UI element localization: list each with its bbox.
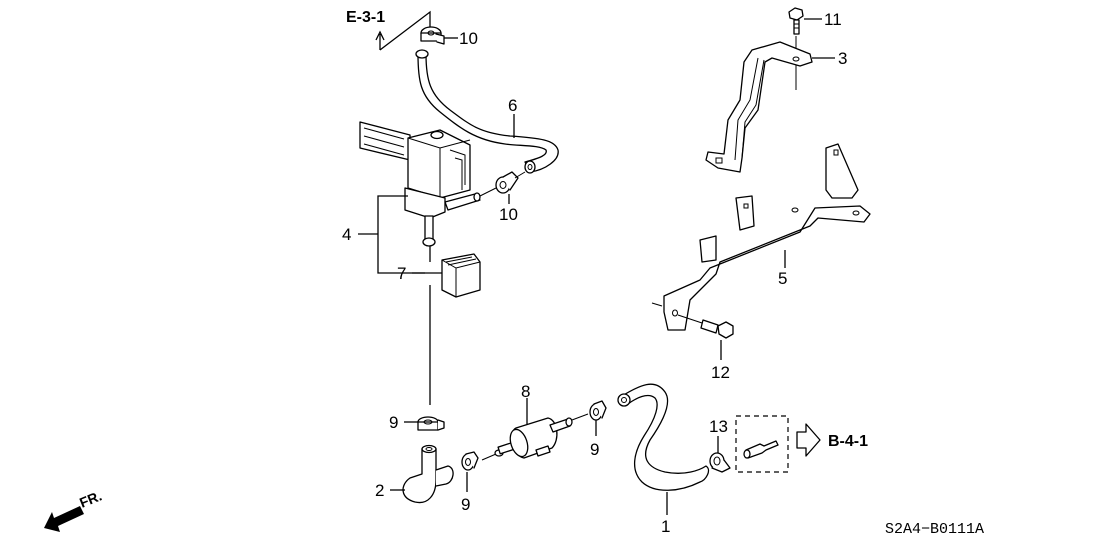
front-label: FR. [77, 487, 104, 510]
solenoid-valve-4[interactable]: 4 [342, 121, 481, 274]
clamp-10-top[interactable]: 10 [420, 26, 478, 48]
hose-1[interactable]: 1 [617, 383, 710, 536]
reference-label[interactable]: B-4-1 [828, 433, 868, 450]
callout-number: 9 [389, 413, 398, 432]
clip-13[interactable]: 13 [709, 417, 731, 473]
callout-number: 2 [375, 481, 384, 500]
callout-number: 5 [778, 269, 787, 288]
reference-leader [379, 10, 431, 51]
hose-2[interactable]: 2 [375, 444, 454, 504]
callout-number: 12 [711, 363, 730, 382]
reference-arrow-icon [375, 30, 385, 50]
reference-e-3-1[interactable]: E-3-1 [346, 9, 431, 51]
clamp-9-c[interactable]: 9 [589, 400, 607, 459]
filter-7[interactable]: 8 [481, 382, 589, 461]
reference-label[interactable]: E-3-1 [346, 9, 385, 26]
drawing-code: S2A4−B0111A [885, 521, 984, 538]
callout-number: 11 [824, 10, 842, 29]
bracket-3[interactable]: 3 [705, 41, 847, 173]
callout-number: 1 [661, 517, 670, 536]
reference-b-4-1[interactable]: B-4-1 [735, 415, 868, 473]
callout-number: 9 [461, 495, 470, 514]
bracket-5[interactable]: 5 [651, 143, 871, 331]
bolt-12[interactable]: 12 [677, 314, 734, 382]
callout-number: 7 [397, 264, 406, 283]
callout-number: 4 [342, 225, 351, 244]
callout-number: 8 [521, 382, 530, 401]
front-arrow-icon [44, 506, 84, 532]
callout-number: 9 [590, 440, 599, 459]
reference-arrow-icon [796, 423, 821, 457]
clamp-9-a[interactable]: 9 [389, 413, 445, 432]
hose-6[interactable]: 6 [415, 49, 559, 174]
callout-number: 3 [838, 49, 847, 68]
detail-box [735, 415, 789, 473]
clamp-10-middle[interactable]: 10 [479, 171, 526, 224]
callout-number: 6 [508, 96, 517, 115]
rubber-mount-8[interactable]: 7 [397, 246, 481, 405]
clamp-9-b[interactable]: 9 [461, 451, 479, 514]
callout-number: 10 [499, 205, 518, 224]
callout-number: 10 [459, 29, 478, 48]
callout-number: 13 [709, 417, 728, 436]
front-direction-indicator: FR. [44, 487, 104, 532]
